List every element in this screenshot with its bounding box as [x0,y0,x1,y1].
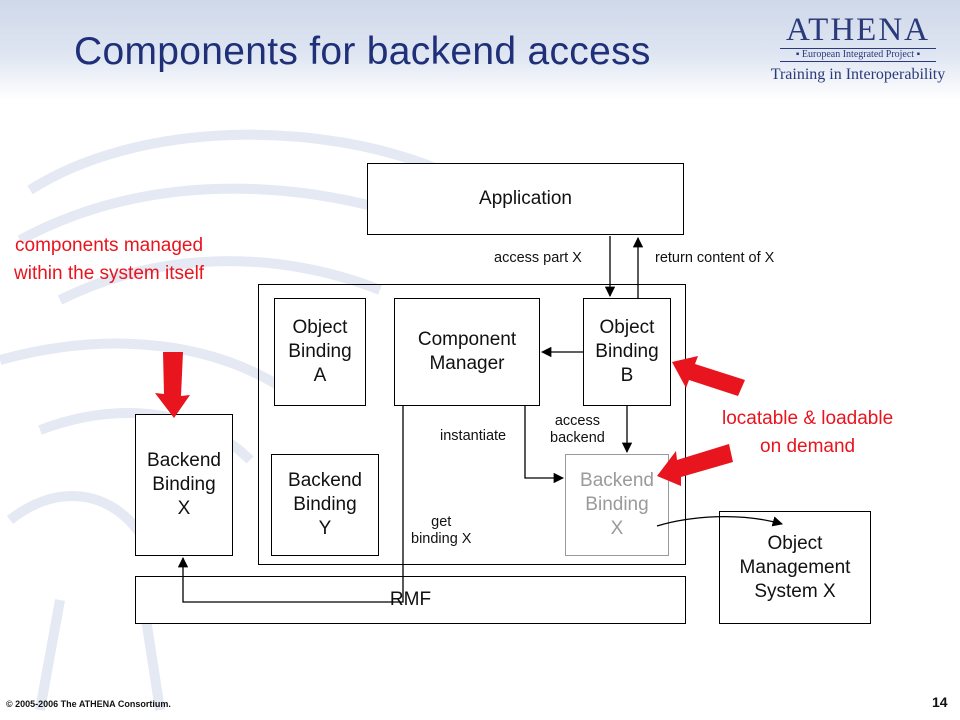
system-container-frame [258,284,686,565]
backend-binding-x-inner-box: Backend Binding X [565,454,669,556]
label-access-backend: access backend [550,413,605,446]
red-arrow-left-upper-icon [672,356,745,396]
label-return-content: return content of X [655,250,775,266]
object-binding-b-box: Object Binding B [583,298,671,406]
athena-logo: ATHENA ▪ European Integrated Project ▪ T… [762,12,954,94]
arrow-to-oms [656,515,784,527]
header-band [0,0,960,100]
backend-binding-x-outer-box: Backend Binding X [135,414,233,556]
copyright-footer: © 2005-2006 The ATHENA Consortium. [6,699,171,709]
object-binding-a-box: Object Binding A [274,298,366,406]
slide-title: Components for backend access [74,30,651,73]
backend-binding-y-box: Backend Binding Y [271,454,379,556]
application-box: Application [367,163,684,235]
annotation-locatable-loadable: locatable & loadable on demand [722,408,894,457]
red-arrow-down-icon [155,352,190,418]
red-arrow-left-lower-icon [657,444,733,486]
logo-name: ATHENA [786,12,930,48]
logo-tagline: Training in Interoperability [770,66,946,83]
logo-subtitle: ▪ European Integrated Project ▪ [780,48,936,62]
rmf-box: RMF [135,576,686,624]
arrow-instantiate [524,406,565,484]
arrow-get-binding [177,406,404,603]
label-get-binding: get binding X [411,514,472,547]
page-number: 14 [932,694,948,710]
label-instantiate: instantiate [440,428,507,444]
object-management-system-box: Object Management System X [719,511,871,624]
annotation-managed-components: components managed within the system its… [14,235,205,284]
component-manager-box: Component Manager [394,298,540,406]
label-access-part: access part X [494,250,582,266]
